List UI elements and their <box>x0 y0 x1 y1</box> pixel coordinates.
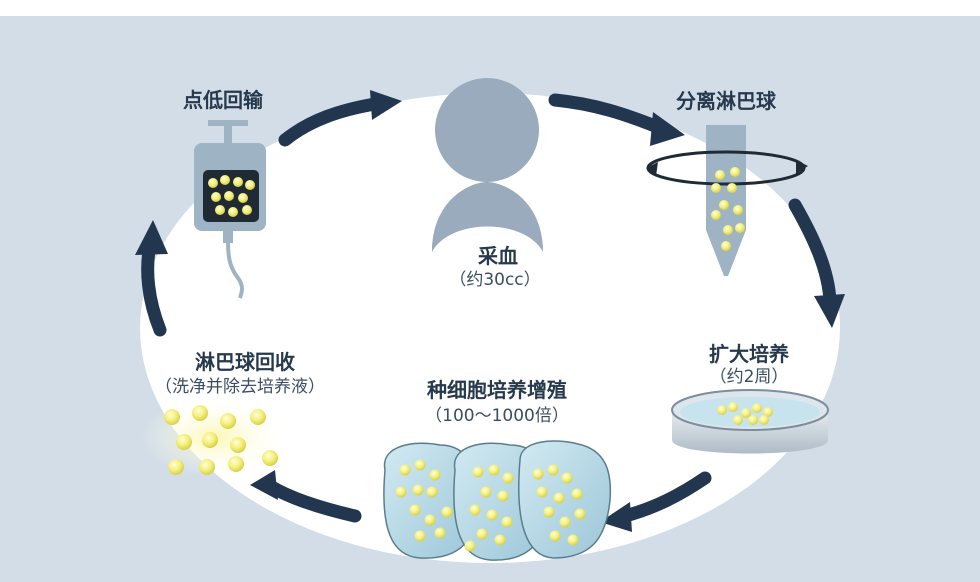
loose-cell <box>199 459 215 475</box>
tube-cell <box>727 183 737 193</box>
cluster-cell <box>441 506 453 518</box>
tube-cell <box>711 210 721 220</box>
cluster-cell <box>476 528 488 540</box>
note-proliferate: （100～1000倍） <box>425 406 569 426</box>
loose-cell <box>250 409 266 425</box>
cluster-cell <box>547 464 559 476</box>
tube-cell <box>711 183 721 193</box>
cluster-cell <box>559 516 571 528</box>
cluster-cell <box>553 492 565 504</box>
blood-draw-icon <box>432 78 543 252</box>
cluster-cell <box>424 514 436 526</box>
dish-cell <box>752 403 762 413</box>
cluster-cell <box>561 472 573 484</box>
label-blood-draw: 采血 <box>478 244 518 268</box>
tube-cell <box>721 241 731 251</box>
tube-cell <box>733 205 743 215</box>
tube-cell <box>730 167 740 177</box>
loose-cell <box>202 432 218 448</box>
cluster-cell <box>567 534 579 546</box>
cluster-cell <box>501 516 513 528</box>
loose-cell <box>176 434 192 450</box>
dish-cell <box>728 402 738 412</box>
cluster-cell <box>464 540 476 552</box>
cluster-cell <box>536 486 548 498</box>
iv-bag-cell <box>233 177 243 187</box>
cluster-cell <box>494 534 506 546</box>
note-expand: （约2周） <box>709 367 789 387</box>
iv-bag-cell <box>224 191 234 201</box>
cluster-cell <box>502 472 514 484</box>
cluster-cell <box>399 464 411 476</box>
cluster-cell <box>543 506 555 518</box>
iv-bag-cell <box>228 207 238 217</box>
dish-cell <box>733 415 743 425</box>
cycle-ellipse <box>140 93 840 563</box>
cluster-cell <box>574 508 586 520</box>
cluster-cell <box>395 486 407 498</box>
cells-layer <box>164 167 773 552</box>
cluster-cell <box>429 469 441 481</box>
label-proliferate: 种细胞培养增殖 <box>427 378 567 402</box>
label-reinfuse: 点低回输 <box>183 88 263 112</box>
top-strip <box>0 0 980 16</box>
tube-cell <box>719 200 729 210</box>
cluster-cell <box>434 527 446 539</box>
loose-cell <box>164 409 180 425</box>
dish-cell <box>763 407 773 417</box>
loose-cell <box>168 459 184 475</box>
label-separate: 分离淋巴球 <box>676 89 776 113</box>
cluster-cell <box>409 504 421 516</box>
loose-cell <box>262 450 278 466</box>
cluster-cell <box>571 488 583 500</box>
tube-cell <box>723 225 733 235</box>
cluster-cell <box>480 486 492 498</box>
cluster-cell <box>486 509 498 521</box>
dish-cell <box>717 405 727 415</box>
note-blood-draw: （约30cc） <box>449 270 541 290</box>
cluster-cell <box>497 490 509 502</box>
iv-bag-cell <box>211 192 221 202</box>
iv-bag-cell <box>215 205 225 215</box>
loose-cell <box>192 405 208 421</box>
iv-bag-cell <box>208 178 218 188</box>
loose-cell <box>230 437 246 453</box>
iv-bag-cell <box>245 180 255 190</box>
dish-cell <box>741 408 751 418</box>
cluster-cell <box>472 466 484 478</box>
cluster-cell <box>488 464 500 476</box>
note-recover: （洗净并除去培养液） <box>155 377 325 397</box>
cluster-cell <box>414 459 426 471</box>
loose-cell <box>220 413 236 429</box>
label-expand: 扩大培养 <box>709 342 789 366</box>
arrow-heads <box>135 90 845 532</box>
dish-cell <box>759 415 769 425</box>
cluster-cell <box>469 504 481 516</box>
label-recover: 淋巴球回收 <box>195 350 295 374</box>
cluster-cell <box>414 530 426 542</box>
cycle-arrows <box>141 93 837 523</box>
cluster-cell <box>412 484 424 496</box>
tube-cell <box>715 170 725 180</box>
loose-cell <box>228 456 244 472</box>
iv-bag-cell <box>238 193 248 203</box>
cluster-cell <box>426 486 438 498</box>
cluster-cell <box>549 530 561 542</box>
cluster-cell <box>532 468 544 480</box>
tube-cell <box>735 223 745 233</box>
iv-bag-cell <box>242 205 252 215</box>
dish-cell <box>748 415 758 425</box>
iv-bag-cell <box>220 175 230 185</box>
